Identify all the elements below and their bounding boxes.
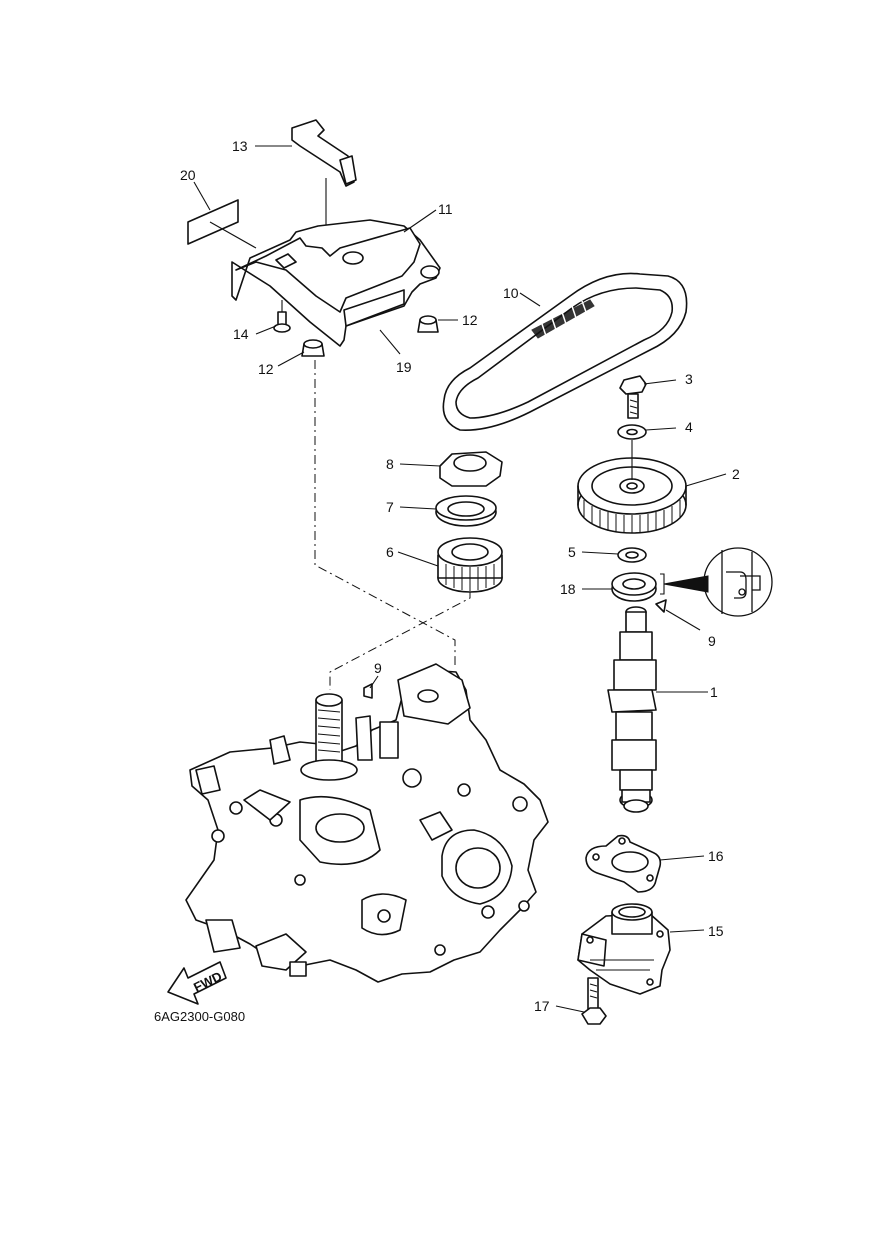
- callout-18: 18: [560, 581, 576, 597]
- part-grommet-12-right: [417, 315, 439, 333]
- part-grommet-12-left: [301, 339, 325, 357]
- callout-20: 20: [180, 167, 196, 183]
- part-washer-5: [617, 547, 647, 563]
- callout-9-right: 9: [708, 633, 716, 649]
- part-driven-pulley: [577, 440, 687, 534]
- callout-13: 13: [232, 138, 248, 154]
- oil-seal-detail-view: [703, 547, 773, 617]
- assembly-reference-lines: [314, 360, 471, 690]
- callout-11: 11: [438, 201, 453, 217]
- forward-direction-arrow: FWD: [167, 961, 227, 1005]
- callout-5: 5: [568, 544, 576, 560]
- callout-4: 4: [685, 419, 693, 435]
- callout-12-left: 12: [258, 361, 274, 377]
- part-bolt-3: [619, 375, 647, 419]
- callout-leader-lines: [193, 145, 727, 1013]
- part-washer-7: [435, 495, 497, 527]
- part-pin-9-right: [655, 599, 667, 613]
- fwd-label: FWD: [191, 968, 224, 994]
- part-bolt-14: [273, 311, 291, 333]
- callout-9-left: 9: [374, 660, 382, 676]
- callout-numbers: 13 20 11 10 12 14 12 19 3 4 8 2 7 6 5 18…: [180, 138, 740, 1014]
- callout-15: 15: [708, 923, 724, 939]
- part-timing-belt: [442, 272, 688, 431]
- callout-14: 14: [233, 326, 249, 342]
- drawing-code: 6AG2300-G080: [154, 1009, 245, 1024]
- callout-1: 1: [710, 684, 718, 700]
- part-camshaft: [607, 606, 657, 813]
- callout-10: 10: [503, 285, 519, 301]
- callout-19: 19: [396, 359, 412, 375]
- part-washer-4: [617, 424, 647, 440]
- callout-3: 3: [685, 371, 693, 387]
- callout-6: 6: [386, 544, 394, 560]
- part-nut-8: [439, 451, 503, 487]
- part-bolt-17: [581, 977, 607, 1025]
- part-label-sticker: [187, 199, 239, 245]
- part-oil-seal-18: [611, 572, 709, 602]
- pulley-teeth: [583, 500, 681, 533]
- callout-17: 17: [534, 998, 550, 1014]
- callout-2: 2: [732, 466, 740, 482]
- part-drive-pulley: [437, 537, 503, 593]
- part-flywheel-cover: [231, 219, 441, 347]
- callout-12-right: 12: [462, 312, 478, 328]
- crankcase-assembly: [185, 663, 549, 983]
- part-cover-bracket: [291, 119, 357, 248]
- callout-7: 7: [386, 499, 394, 515]
- belt-teeth: [541, 300, 587, 337]
- callout-16: 16: [708, 848, 724, 864]
- callout-8: 8: [386, 456, 394, 472]
- part-oil-pump: [577, 903, 671, 995]
- part-gasket-16: [585, 834, 662, 893]
